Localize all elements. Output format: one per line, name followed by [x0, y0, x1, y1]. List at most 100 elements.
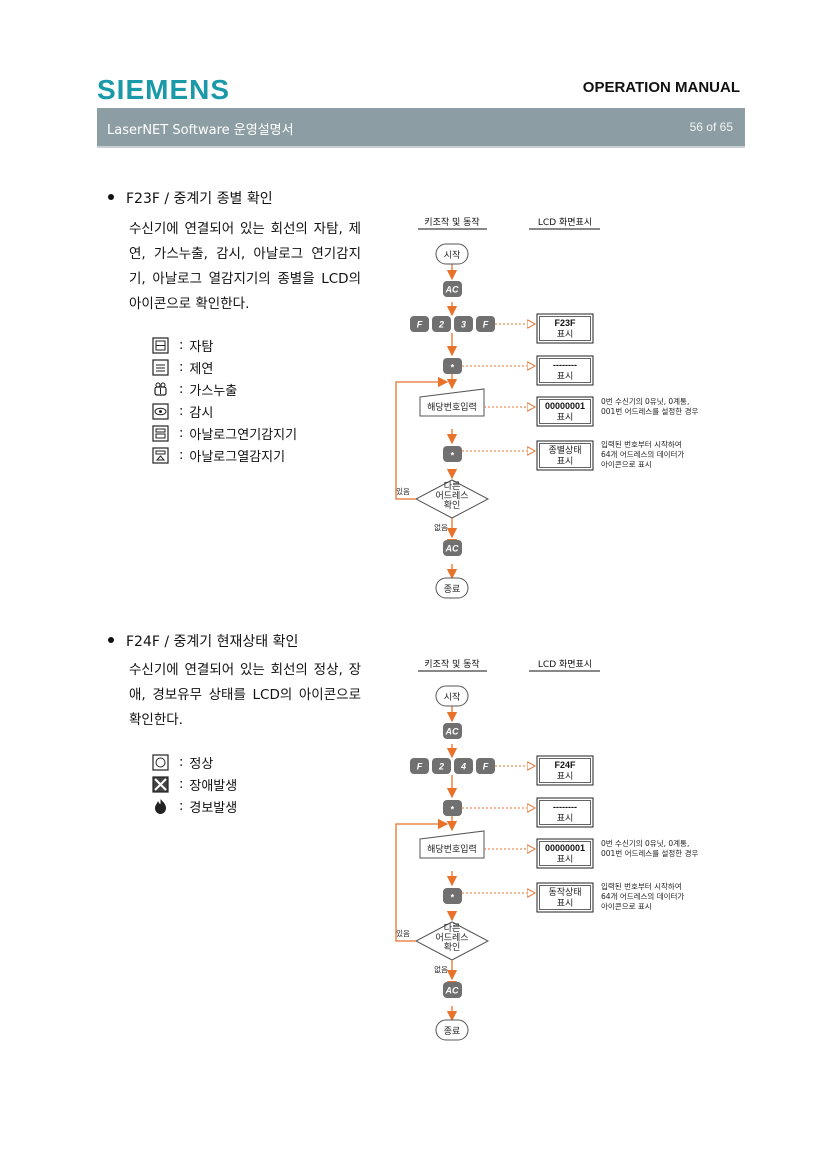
decision-label: 어드레스	[435, 933, 468, 944]
normal-status-icon	[152, 753, 169, 771]
lcd-note: 아이콘으로 표시	[601, 459, 652, 469]
lcd-note: 64개 어드레스의 데이터가	[601, 449, 684, 459]
column-heading-key: 키조작 및 동작	[424, 216, 479, 228]
lcd-display-box	[536, 440, 594, 471]
analog-heat-detector-icon	[152, 446, 169, 464]
lcd-display-sub: 표시	[557, 371, 574, 382]
lcd-display-inner	[539, 399, 591, 424]
end-terminal	[435, 1019, 469, 1041]
ac-key-label: AC	[445, 544, 459, 554]
gas-leak-icon	[154, 382, 167, 396]
function-key	[476, 316, 495, 332]
section-description: 수신기에 연결되어 있는 회선의 자탐, 제연, 가스누출, 감시, 아날로그 …	[129, 221, 361, 312]
lcd-display-box	[536, 313, 594, 344]
lcd-display-inner	[539, 800, 591, 825]
lcd-note: 0번 수신기의 0유닛, 0계통,	[601, 838, 689, 848]
column-heading-lcd: LCD 화면표시	[538, 659, 592, 670]
legend-item: :아날로그연기감지기	[152, 422, 297, 444]
star-key-label: *	[450, 893, 454, 903]
ac-key-label: AC	[445, 986, 459, 996]
siemens-logo: SIEMENS	[97, 74, 231, 105]
lcd-display-inner	[539, 758, 591, 783]
start-terminal	[435, 685, 469, 707]
function-key-label: F	[483, 320, 489, 330]
function-key	[454, 758, 473, 774]
lcd-display-box	[536, 838, 594, 869]
bullet-dot	[108, 194, 114, 200]
star-key-label: *	[450, 363, 454, 373]
end-label: 종료	[444, 1026, 461, 1037]
loop-back-arrow	[395, 376, 449, 500]
lcd-note: 001번 어드레스를 설정한 경우	[601, 406, 698, 416]
ac-key	[443, 281, 462, 297]
manual-input-shape	[419, 830, 485, 859]
function-key	[432, 758, 451, 774]
function-key	[410, 316, 429, 332]
lcd-display-code: F23F	[554, 318, 576, 328]
decision-label: 어드레스	[435, 491, 468, 502]
function-key-label: 3	[461, 320, 466, 330]
column-heading-key: 키조작 및 동작	[424, 658, 479, 670]
decision-label: 다른	[444, 923, 461, 934]
lcd-display-sub: 표시	[557, 412, 574, 423]
lcd-note: 64개 어드레스의 데이터가	[601, 891, 684, 901]
legend-item: :장애발생	[152, 773, 237, 795]
decision-label: 다른	[444, 481, 461, 492]
decision-label: 확인	[444, 941, 461, 953]
function-key-label: 4	[460, 762, 466, 772]
end-terminal	[435, 577, 469, 599]
lcd-display-box	[536, 355, 594, 386]
lcd-display-inner	[539, 443, 591, 468]
section-heading: F24F / 중계기 현재상태 확인	[108, 631, 298, 651]
bullet-dot	[108, 637, 114, 643]
function-key	[410, 758, 429, 774]
page-number: 56 of 65	[689, 120, 733, 134]
lcd-display-box	[536, 396, 594, 427]
lcd-note: 001번 어드레스를 설정한 경우	[601, 848, 698, 858]
lcd-display-sub: 표시	[557, 898, 574, 909]
legend-item: :정상	[152, 751, 237, 773]
decision-yes-label: 있음	[396, 487, 410, 496]
lcd-display-inner	[539, 358, 591, 383]
ac-key	[443, 723, 462, 739]
lcd-display-box	[536, 797, 594, 828]
function-key-label: F	[417, 320, 423, 330]
ac-key	[443, 982, 462, 998]
decision-no-label: 없음	[434, 965, 448, 974]
start-label: 시작	[444, 692, 461, 703]
legend-item: :가스누출	[152, 378, 297, 400]
start-terminal	[435, 243, 469, 265]
legend-item: :제연	[152, 356, 297, 378]
start-label: 시작	[444, 250, 461, 261]
alarm-status-icon	[155, 798, 166, 814]
lcd-display-sub: 표시	[557, 813, 574, 824]
lcd-display-code: 00000001	[545, 843, 585, 853]
star-key	[443, 800, 462, 816]
legend-item: :자탐	[152, 334, 297, 356]
lcd-display-inner	[539, 841, 591, 866]
manual-input-label: 해당번호입력	[427, 401, 477, 413]
star-key-label: *	[450, 805, 454, 815]
ac-key-label: AC	[445, 285, 459, 295]
star-key	[443, 446, 462, 462]
decision-no-label: 없음	[434, 523, 448, 532]
end-label: 종료	[444, 584, 461, 595]
section-description: 수신기에 연결되어 있는 회선의 정상, 장애, 경보유무 상태를 LCD의 아…	[129, 662, 361, 728]
manual-title: OPERATION MANUAL	[582, 79, 740, 96]
lcd-display-inner	[539, 885, 591, 910]
function-key-label: F	[483, 762, 489, 772]
document-title: LaserNET Software 운영설명서	[107, 123, 294, 138]
ac-key-label: AC	[445, 727, 459, 737]
fault-status-icon	[152, 775, 169, 793]
smoke-control-icon	[152, 358, 169, 376]
lcd-display-code: F24F	[554, 760, 576, 770]
manual-input-label: 해당번호입력	[427, 843, 477, 855]
legend-item: :감시	[152, 400, 297, 422]
section-heading: F23F / 중계기 종별 확인	[108, 188, 273, 208]
lcd-note: 입력된 번호부터 시작하여	[601, 881, 682, 891]
lcd-note: 입력된 번호부터 시작하여	[601, 439, 682, 449]
lcd-display-box	[536, 755, 594, 786]
